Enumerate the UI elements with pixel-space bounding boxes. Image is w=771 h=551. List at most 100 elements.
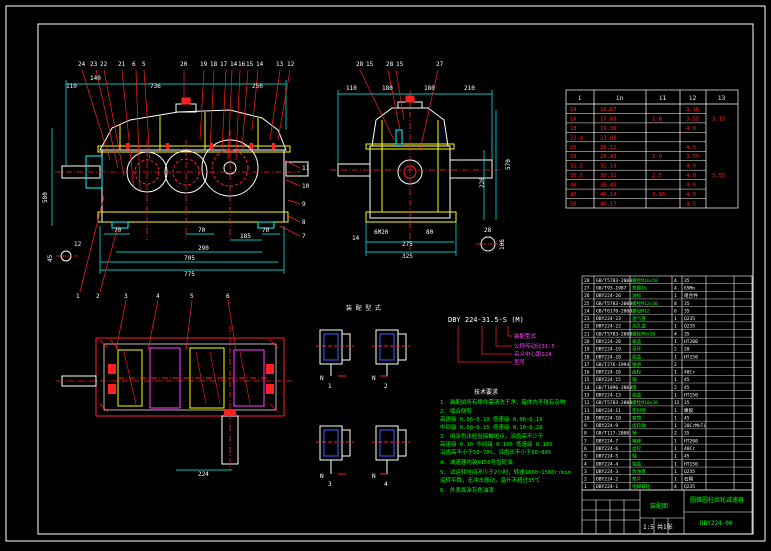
parts-cell: 21 [584, 331, 590, 337]
section-gears [117, 347, 268, 409]
dim-290: 290 [198, 245, 209, 252]
dim-705: 705 [184, 255, 195, 262]
parts-cell: 19 [584, 347, 590, 353]
front-top-label: 22 [100, 61, 108, 68]
parts-cell: 1 [674, 454, 677, 460]
front-inspection-cover [175, 103, 197, 113]
front-centerlines [55, 130, 300, 240]
parts-cell: 9 [584, 423, 587, 429]
parts-cell: 1 [674, 324, 677, 330]
side-dim-325: 325 [402, 253, 413, 260]
drawing-subtitle: 装配图 [650, 502, 668, 510]
parts-cell: 20CrMnTi [684, 423, 706, 429]
tech-note-line: 沿齿高不小于50~70%，沿齿长不小于60~80% [440, 448, 552, 456]
assembly-n-label: N [372, 375, 376, 382]
front-foot-left [111, 221, 129, 229]
parts-cell: 端盖 [632, 460, 642, 467]
title-block[interactable] [581, 489, 753, 535]
parts-cell: GB/T1096-2003 [596, 385, 632, 391]
tech-note-line: 4. 减速器内装N150号齿轮油 [440, 458, 513, 466]
ratio-table[interactable] [565, 89, 739, 209]
ratio-cell: 3.55 [686, 116, 699, 122]
dim-775: 775 [184, 271, 195, 278]
front-foot-right [257, 221, 275, 229]
parts-cell: 2 [584, 477, 587, 483]
assembly-forms[interactable]: 装 配 型 式 [316, 304, 410, 475]
front-leaders [79, 69, 301, 293]
dim-70-right: 70 [262, 227, 270, 234]
ratio-cell: 31.18 [600, 164, 617, 170]
front-top-label: 20 [180, 61, 188, 68]
parts-cell: DBY224-9 [596, 423, 618, 429]
parts-cell: 2 [674, 385, 677, 391]
parts-cell: 垫圈16 [632, 284, 647, 291]
parts-cell: 端盖 [632, 391, 642, 398]
parts-cell: DBY224-16 [596, 370, 621, 376]
parts-cell: 螺栓M16x50 [632, 277, 658, 284]
parts-cell: GB/T5783-2000 [596, 278, 632, 284]
ratio-cell: 22.4 [570, 135, 584, 141]
model-note: 型号 [514, 358, 526, 366]
parts-cell: 1 [584, 484, 587, 490]
parts-cell: 组合件 [684, 292, 698, 299]
parts-cell: DBY224-3 [596, 469, 618, 475]
parts-cell: DBY224-4 [596, 461, 618, 467]
parts-cell: 1 [674, 461, 677, 467]
front-top-label: 16 [238, 61, 246, 68]
ratio-cell: 4.5 [686, 145, 696, 151]
front-top-label: 6 [132, 61, 136, 68]
ratio-cell: 16 [570, 116, 577, 122]
assembly-form-4[interactable] [372, 425, 410, 475]
parts-cell: 16 [584, 370, 590, 376]
outer-frame [5, 5, 766, 542]
parts-cell: 橡胶 [684, 407, 694, 414]
side-view[interactable] [330, 69, 500, 256]
front-flange [97, 145, 291, 153]
side-dim-180a: 180 [382, 85, 393, 92]
parts-cell: 20 [584, 339, 590, 345]
front-dimension-lines [51, 80, 287, 274]
front-view[interactable] [51, 69, 309, 293]
parts-cell: Q235 [684, 324, 695, 330]
parts-cell: 1 [674, 392, 677, 398]
parts-cell: GB/T93-1987 [596, 285, 627, 291]
model-note: 装配型式 [514, 332, 537, 340]
parts-cell: DBY224-19 [596, 347, 621, 353]
section-top-label: 4 [156, 293, 160, 300]
parts-cell: Q235 [684, 484, 695, 490]
tech-note-line: 高速级 0.06~0.10 低速级 0.06~0.10 [440, 415, 543, 423]
assembly-n-label: N [320, 375, 324, 382]
assembly-form-2[interactable] [372, 329, 410, 377]
parts-cell: 轴 [632, 376, 637, 383]
ratio-cell: 3.15 [712, 116, 725, 122]
ratio-cell: 46.14 [600, 192, 617, 198]
ratio-head-i: i [578, 95, 582, 102]
front-bottom-label: 2 [96, 293, 100, 300]
ratio-cell: 19.39 [600, 126, 617, 132]
parts-cell: DBY224-1 [596, 484, 618, 490]
model-note: 公称传动比31.5 [514, 342, 555, 350]
tech-note-line: 中间级 0.08~0.15 低速级 0.10~0.20 [440, 423, 543, 431]
parts-cell: 2 [674, 347, 677, 353]
parts-cell: 套筒 [632, 414, 642, 421]
model-code-text: DBY 224-31.5-S (M) [448, 316, 524, 324]
ratio-cell: 28.12 [600, 145, 617, 151]
assembly-form-3[interactable] [316, 425, 354, 475]
parts-cell: 5 [584, 454, 587, 460]
ratio-head-i3: i3 [718, 95, 726, 102]
section-view[interactable] [56, 299, 292, 471]
ratio-cell: 35.5 [570, 173, 583, 179]
front-right-label: 9 [302, 201, 306, 208]
parts-cell: 11 [584, 408, 590, 414]
parts-cell: 35 [684, 308, 690, 314]
assembly-form-1[interactable] [316, 329, 354, 377]
ratio-cell: 4.0 [686, 173, 696, 179]
parts-cell: 螺栓M10x30 [632, 399, 658, 406]
ratio-cell: 3.16 [652, 192, 665, 198]
parts-cell: 65Mn [684, 285, 695, 291]
parts-cell: GB/T5783-2000 [596, 301, 632, 307]
parts-cell: 35 [684, 331, 690, 337]
